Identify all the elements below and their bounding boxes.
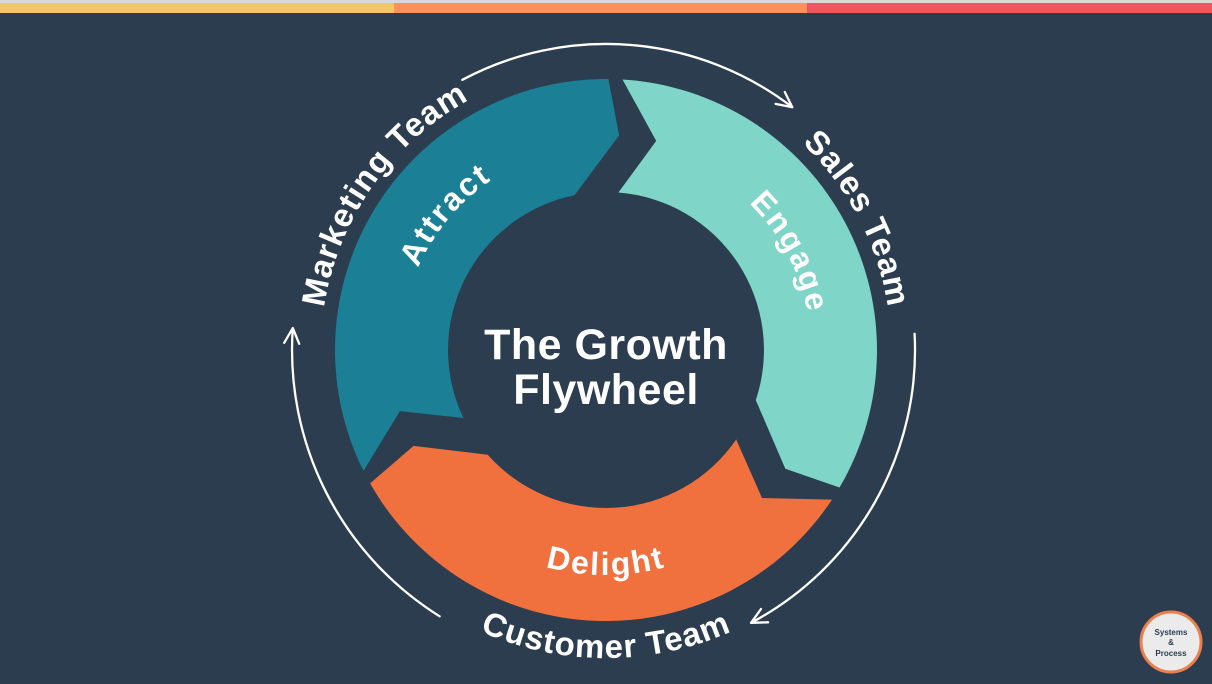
badge-line-1: Systems bbox=[1155, 628, 1188, 637]
badge-line-3: Process bbox=[1155, 649, 1187, 658]
top-bar-segment-red bbox=[807, 3, 1212, 13]
title-line-1: The Growth bbox=[484, 321, 728, 369]
segment-engage bbox=[618, 79, 877, 488]
flow-arrow-right bbox=[749, 332, 917, 624]
flow-arrows bbox=[283, 42, 917, 624]
flywheel-title: The Growth Flywheel bbox=[484, 321, 728, 414]
top-bar-segment-yellow bbox=[0, 3, 394, 13]
segment-attract bbox=[335, 78, 620, 471]
flow-arrow-top bbox=[461, 42, 794, 109]
badge-circle bbox=[1139, 610, 1203, 674]
title-line-2: Flywheel bbox=[513, 366, 699, 414]
top-bar-segment-orange bbox=[394, 3, 807, 13]
top-accent-bar bbox=[0, 0, 1212, 13]
segment-delight bbox=[370, 439, 832, 622]
systems-process-badge: Systems & Process bbox=[1139, 610, 1203, 674]
flow-arrow-left bbox=[283, 326, 441, 618]
badge-line-2: & bbox=[1168, 638, 1174, 647]
